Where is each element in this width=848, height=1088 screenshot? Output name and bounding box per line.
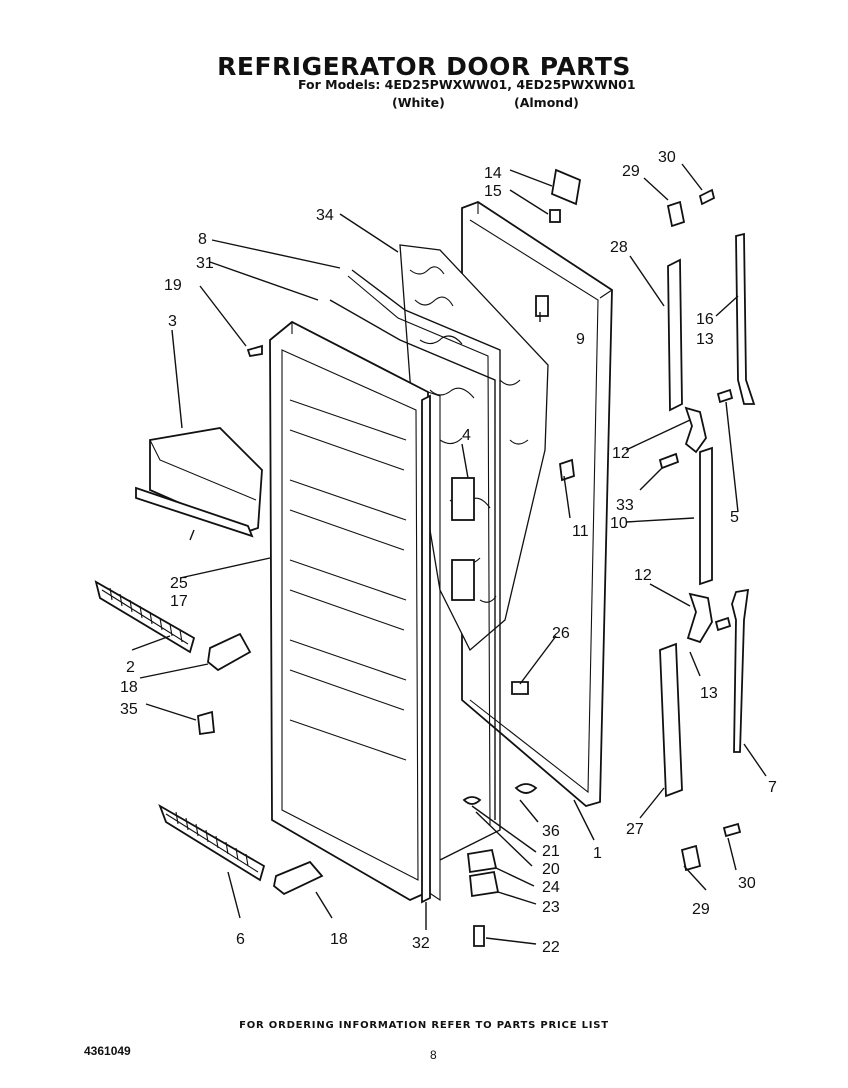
handle-7 [731,588,750,753]
bracket-29-upper [666,200,686,228]
door-gaskets [329,269,501,861]
ordering-note: FOR ORDERING INFORMATION REFER TO PARTS … [239,1020,609,1031]
callout-33: 33 [616,497,634,514]
shelf-bar-2 [94,580,196,654]
foam-insulation [399,244,549,652]
callout-8: 8 [198,231,207,248]
callout-20: 20 [542,861,560,878]
callout-16: 16 [696,311,714,328]
callout-32: 32 [412,935,430,952]
screw-30-lower [722,822,742,838]
callout-34: 34 [316,207,334,224]
callout-5: 5 [730,509,739,526]
callout-3: 3 [168,313,177,330]
handle-trim-28 [667,258,683,412]
callout-12-lower: 12 [634,567,652,584]
callout-6: 6 [236,931,245,948]
callout-18-left: 18 [120,679,138,696]
bracket-29-lower [680,844,702,872]
callout-13-lower: 13 [700,685,718,702]
callout-26: 26 [552,625,570,642]
clip-11 [559,458,575,482]
callout-36: 36 [542,823,560,840]
shelf-clip-upper [207,632,252,672]
callout-12-upper: 12 [612,445,630,462]
callout-4: 4 [462,427,471,444]
callout-22: 22 [542,939,560,956]
screw-22 [473,925,485,947]
callout-10: 10 [610,515,628,532]
variant-white: (White) [392,95,445,110]
callout-30-lower: 30 [738,875,756,892]
variant-almond: (Almond) [514,95,579,110]
callout-29-upper: 29 [622,163,640,180]
hinge-12-lower [686,592,713,644]
callout-19: 19 [164,277,182,294]
screw-13-lower [714,616,732,632]
screw-13-upper [716,388,734,404]
callout-18-bottom: 18 [330,931,348,948]
callout-9: 9 [576,331,585,348]
hinge-24 [467,848,498,874]
callout-29-lower: 29 [692,901,710,918]
callout-31: 31 [196,255,214,272]
screw-30-upper [698,188,716,206]
plug-15 [549,209,561,223]
door-shelf-rack [135,427,263,538]
handle-16 [735,232,756,405]
callout-28: 28 [610,239,628,256]
hinge-23 [469,870,500,898]
callout-24: 24 [542,879,560,896]
washer-21 [462,796,482,805]
page-number: 8 [430,1048,437,1062]
callout-2: 2 [126,659,135,676]
cap-14 [550,168,582,206]
support-10 [699,446,713,586]
callout-23: 23 [542,899,560,916]
callout-13-upper: 13 [696,331,714,348]
model-numbers: For Models: 4ED25PWXWW01, 4ED25PWXWN01 [298,77,636,92]
page-title: REFRIGERATOR DOOR PARTS [217,52,631,81]
leader-lines [131,163,767,945]
callout-14: 14 [484,165,502,182]
callout-15: 15 [484,183,502,200]
callout-11: 11 [572,523,589,540]
callout-27: 27 [626,821,644,838]
trim-strip-32 [421,394,431,904]
screw-19 [246,344,263,358]
shelf-bar-6 [158,803,266,882]
bushing-36 [514,783,538,794]
bracket-35 [197,710,215,736]
inner-door-liner [269,320,441,902]
plug-9 [535,295,549,317]
callout-30-upper: 30 [658,149,676,166]
hinge-12-upper [684,406,707,454]
callout-1: 1 [593,845,602,862]
trim-27 [659,642,683,798]
shelf-clip-lower [273,860,324,896]
screw-33 [658,452,680,470]
document-number: 4361049 [84,1044,131,1058]
callout-25: 25 [170,575,188,592]
hinge-pin-26 [511,681,529,695]
callout-7: 7 [768,779,777,796]
callout-21: 21 [542,843,560,860]
callout-35: 35 [120,701,138,718]
callout-17: 17 [170,593,188,610]
